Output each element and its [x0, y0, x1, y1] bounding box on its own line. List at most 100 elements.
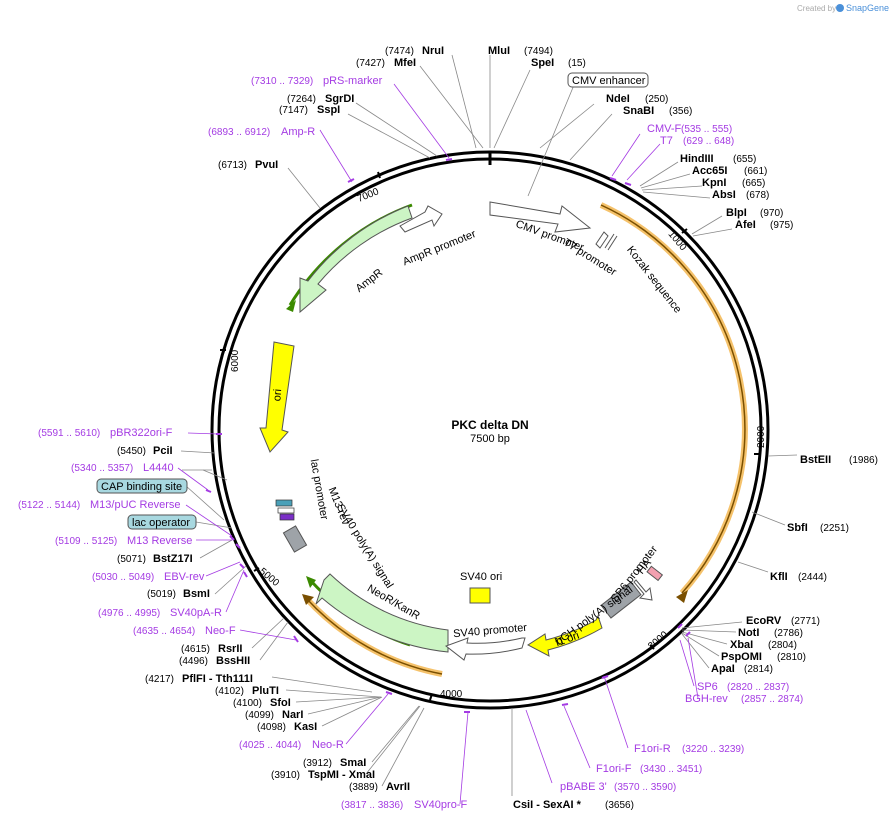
tick-mark: [429, 693, 433, 701]
bgh-polya-marker: [600, 581, 642, 619]
kozak-marker: [604, 233, 615, 249]
primer-cmv-f: CMV-F: [647, 123, 682, 135]
enzyme-pos: (7494): [524, 46, 553, 57]
enzyme-pos: (2804): [768, 640, 797, 651]
sv40-ori-marker: [469, 587, 491, 604]
kozak-marker-2: [607, 235, 618, 251]
primer-m13-reverse: M13 Reverse: [127, 535, 192, 547]
enzyme-snabi: SnaBI: [623, 105, 654, 117]
tick-7000: 7000: [356, 186, 381, 205]
enzyme-pos: (7427): [356, 58, 385, 69]
primer-range: (3430 .. 3451): [640, 764, 702, 775]
enzyme-pos: (250): [645, 94, 668, 105]
lac-operator-label: lac operator: [132, 517, 190, 529]
primer-range: (3570 .. 3590): [614, 782, 676, 793]
primer-range: (629 .. 648): [683, 136, 734, 147]
plasmid-length: 7500 bp: [470, 433, 510, 445]
primer-pbabe-3: pBABE 3': [560, 781, 607, 793]
enzyme-pflfi-tth111i: PflFI - Tth111I: [182, 673, 253, 685]
neo-orf-arc-core: [305, 597, 443, 675]
tick-3000: 3000: [646, 629, 670, 652]
enzyme-bsshii: BssHII: [216, 655, 250, 667]
primer-range: (5109 .. 5125): [55, 536, 117, 547]
enzyme-pos: (2786): [774, 628, 803, 639]
enzyme-pos: (4100): [233, 698, 262, 709]
enzyme-pvui: PvuI: [255, 159, 278, 171]
enzyme-spei: SpeI: [531, 57, 554, 69]
enzyme-mlui: MluI: [488, 45, 510, 57]
enzyme-sbfi: SbfI: [787, 522, 808, 534]
f1-ori-arrow: [527, 614, 603, 657]
plasmid-name: PKC delta DN: [451, 418, 528, 432]
primer-range: (6893 .. 6912): [208, 127, 270, 138]
leader-lines: [180, 54, 798, 796]
lac-operator-marker: [279, 513, 295, 521]
ampr-promoter-label: AmpR promoter: [401, 228, 478, 268]
ori-arrow: [259, 341, 295, 453]
tick-mark: [253, 567, 260, 572]
primer-bgh-rev: BGH-rev: [685, 693, 728, 705]
enzyme-pos: (4615): [181, 644, 210, 655]
cap-binding-site-label: CAP binding site: [101, 481, 182, 493]
enzyme-pos: (4102): [215, 686, 244, 697]
snapgene-brand: SnapGene: [846, 3, 889, 13]
orf-arc-right: [599, 202, 748, 596]
tick-mark: [681, 228, 688, 234]
enzyme-sspi: SspI: [317, 104, 340, 116]
enzyme-pos: (4496): [179, 656, 208, 667]
enzyme-tspmi-xmai: TspMI - XmaI: [308, 769, 375, 781]
primer-range: (2820 .. 2837): [727, 682, 789, 693]
enzyme-smai: SmaI: [340, 757, 366, 769]
enzyme-blpi: BlpI: [726, 207, 747, 219]
enzyme-hindiii: HindIII: [680, 153, 714, 165]
tick-mark: [377, 171, 381, 179]
enzyme-ndei: NdeI: [606, 93, 630, 105]
tick-4000: 4000: [440, 689, 463, 700]
primer-f1ori-f: F1ori-F: [596, 763, 632, 775]
cmv-promoter-arrow: [489, 201, 592, 233]
enzyme-pos: (7474): [385, 46, 414, 57]
primer-neo-f: Neo-F: [205, 625, 236, 637]
enzyme-pos: (975): [770, 220, 793, 231]
cap-binding-site-marker: [275, 499, 293, 507]
neor-marker-arrow: [315, 573, 449, 653]
enzyme-absi: AbsI: [712, 189, 736, 201]
neo-orf-arrowhead: [302, 594, 314, 605]
enzyme-pos: (7147): [279, 105, 308, 116]
enzyme-pos: (3910): [271, 770, 300, 781]
enzyme-nrui: NruI: [422, 45, 444, 57]
lac-operator-box: [127, 514, 197, 530]
enzyme-pos: (655): [733, 154, 756, 165]
enzyme-afei: AfeI: [735, 219, 756, 231]
sp6-promoter-arrow: [633, 579, 653, 601]
enzyme-pos: (1986): [849, 455, 878, 466]
enzyme-apai: ApaI: [711, 663, 735, 675]
enzyme-xbai: XbaI: [730, 639, 753, 651]
enzyme-acc65i: Acc65I: [692, 165, 727, 177]
primer-sv40pro-f: SV40pro-F: [414, 799, 467, 811]
enzyme-pos: (4217): [145, 674, 174, 685]
sv40-promoter-arrow: [444, 637, 526, 661]
orf-arc-right-core: [600, 204, 746, 594]
enzyme-pcii: PciI: [153, 445, 173, 457]
enzyme-noti: NotI: [738, 627, 759, 639]
boxed-labels: CMV enhancer CAP binding site lac operat…: [96, 72, 649, 530]
primer-range: (4025 .. 4044): [239, 740, 301, 751]
primer-sv40pa-r: SV40pA-R: [170, 607, 222, 619]
enzyme-pos: (2810): [777, 652, 806, 663]
enzyme-labels: (7474) NruI MluI (7494) (7427) MfeI SpeI…: [117, 45, 878, 811]
primer-range: (7310 .. 7329): [251, 76, 313, 87]
ampr-orf-arrowhead: [286, 300, 296, 312]
primer-range: (535 .. 555): [681, 124, 732, 135]
neo-orf-inner-arrowhead: [306, 576, 316, 588]
sv40-ori-label: SV40 ori: [460, 571, 502, 583]
lac-promoter-marker: [277, 507, 295, 514]
enzyme-pos: (2771): [791, 616, 820, 627]
sv40-polya-marker: [282, 525, 308, 553]
enzyme-pos: (4099): [245, 710, 274, 721]
ha-tag-marker: [646, 565, 664, 582]
enzyme-pos: (5071): [117, 554, 146, 565]
primer-binding-marks: [205, 158, 691, 713]
enzyme-kpni: KpnI: [702, 177, 726, 189]
